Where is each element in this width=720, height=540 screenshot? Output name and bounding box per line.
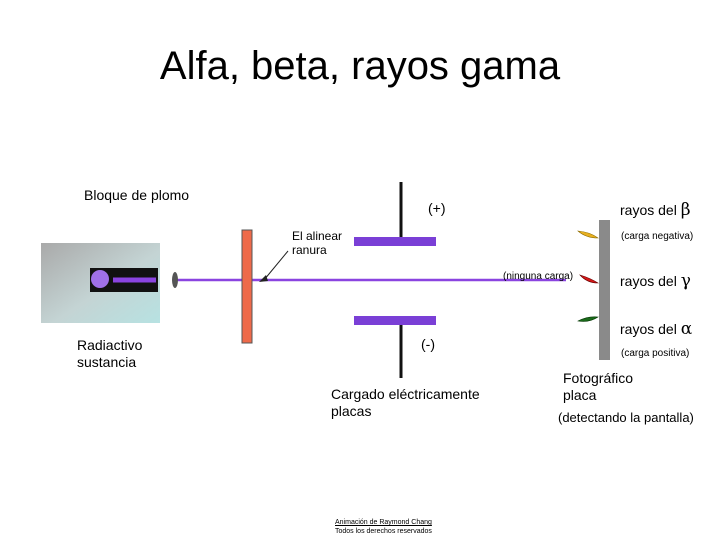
slit-pointer-head bbox=[259, 275, 268, 282]
alpha-symbol: α bbox=[680, 319, 693, 339]
photographic-plate-label: Fotográfico placa bbox=[563, 370, 634, 403]
photographic-plate bbox=[599, 220, 610, 360]
beta-rays-label: rayos del β bbox=[620, 202, 691, 219]
beta-charge-label: (carga negativa) bbox=[621, 231, 694, 242]
positive-label: (+) bbox=[428, 200, 446, 216]
plate-positive bbox=[354, 237, 436, 246]
plate-negative bbox=[354, 316, 436, 325]
alpha-rays-prefix: rayos del bbox=[620, 321, 677, 337]
alpha-spot bbox=[577, 316, 599, 322]
animation-credit: Animación de Raymond Chang Todos los der… bbox=[335, 518, 432, 536]
slit-pointer bbox=[263, 250, 289, 281]
alpha-rays-label: rayos del α bbox=[620, 321, 692, 338]
charged-plates-label: Cargado eléctricamente placas bbox=[331, 386, 480, 419]
lead-block-label: Bloque de plomo bbox=[84, 187, 190, 203]
negative-label: (-) bbox=[421, 336, 435, 352]
beam-emitter bbox=[172, 272, 178, 288]
credit-author: Animación de Raymond Chang bbox=[335, 519, 432, 526]
gamma-spot bbox=[579, 274, 600, 284]
radioactive-source bbox=[91, 270, 109, 288]
credit-rights: Todos los derechos reservados bbox=[335, 528, 432, 535]
slit-label: El alinear ranura bbox=[292, 229, 343, 257]
beta-rays-prefix: rayos del bbox=[620, 202, 677, 218]
beta-symbol: β bbox=[680, 200, 691, 220]
gamma-charge-label: (ninguna carga) bbox=[503, 271, 574, 282]
beta-spot bbox=[577, 230, 599, 239]
gamma-rays-label: rayos del γ bbox=[620, 273, 691, 290]
alpha-charge-label: (carga positiva) bbox=[621, 348, 690, 359]
radioactive-label: Radiactivo sustancia bbox=[77, 337, 143, 370]
slide-title: Alfa, beta, rayos gama bbox=[159, 44, 561, 88]
slit-plate bbox=[241, 229, 253, 344]
gamma-symbol: γ bbox=[680, 271, 691, 291]
detecting-screen-label: (detectando la pantalla) bbox=[558, 410, 694, 425]
gamma-rays-prefix: rayos del bbox=[620, 273, 677, 289]
